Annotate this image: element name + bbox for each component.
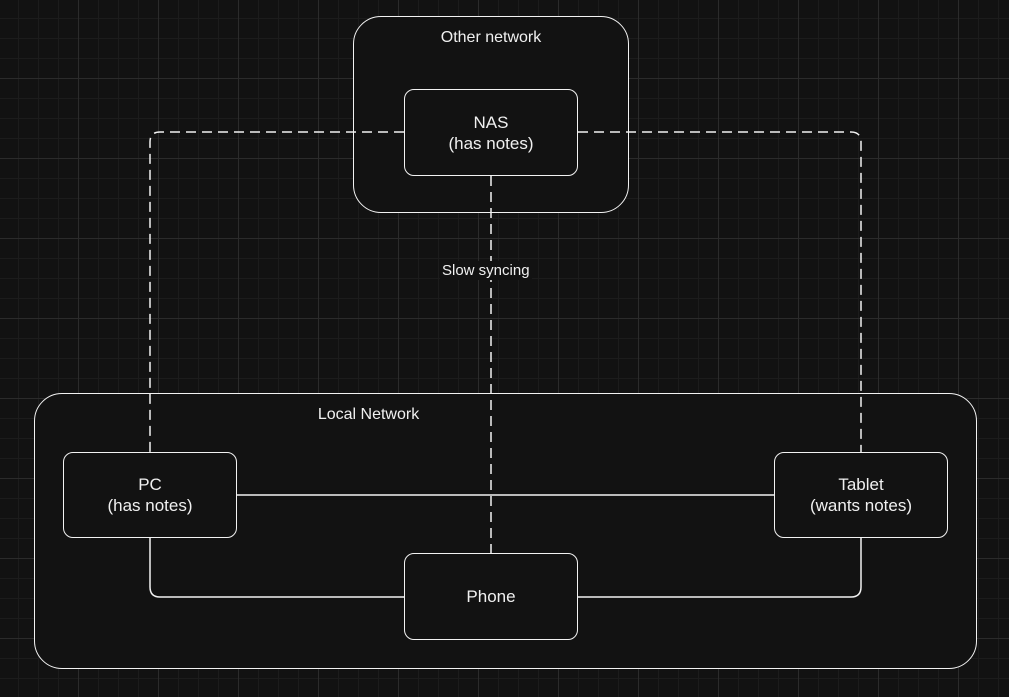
nas-node-subtitle: (has notes) [448, 133, 534, 153]
edge-phone-tablet [578, 538, 862, 598]
other-network-title: Other network [440, 29, 542, 46]
edge-nas-pc [149, 131, 404, 452]
phone-node[interactable]: Phone [404, 553, 578, 640]
local-network-title: Local Network [317, 406, 420, 423]
tablet-node-subtitle: (wants notes) [809, 496, 913, 515]
pc-node[interactable]: PC (has notes) [63, 452, 237, 538]
edge-nas-tablet [578, 131, 862, 452]
tablet-node[interactable]: Tablet (wants notes) [774, 452, 948, 538]
nas-node-title: NAS [473, 112, 509, 132]
pc-node-title: PC [138, 475, 162, 494]
phone-node-title: Phone [466, 587, 516, 606]
nas-node[interactable]: NAS (has notes) [404, 89, 578, 176]
edge-pc-phone [149, 538, 404, 598]
tablet-node-title: Tablet [838, 475, 884, 494]
edge-label-slow-syncing: Slow syncing [440, 261, 532, 280]
pc-node-subtitle: (has notes) [107, 496, 193, 515]
